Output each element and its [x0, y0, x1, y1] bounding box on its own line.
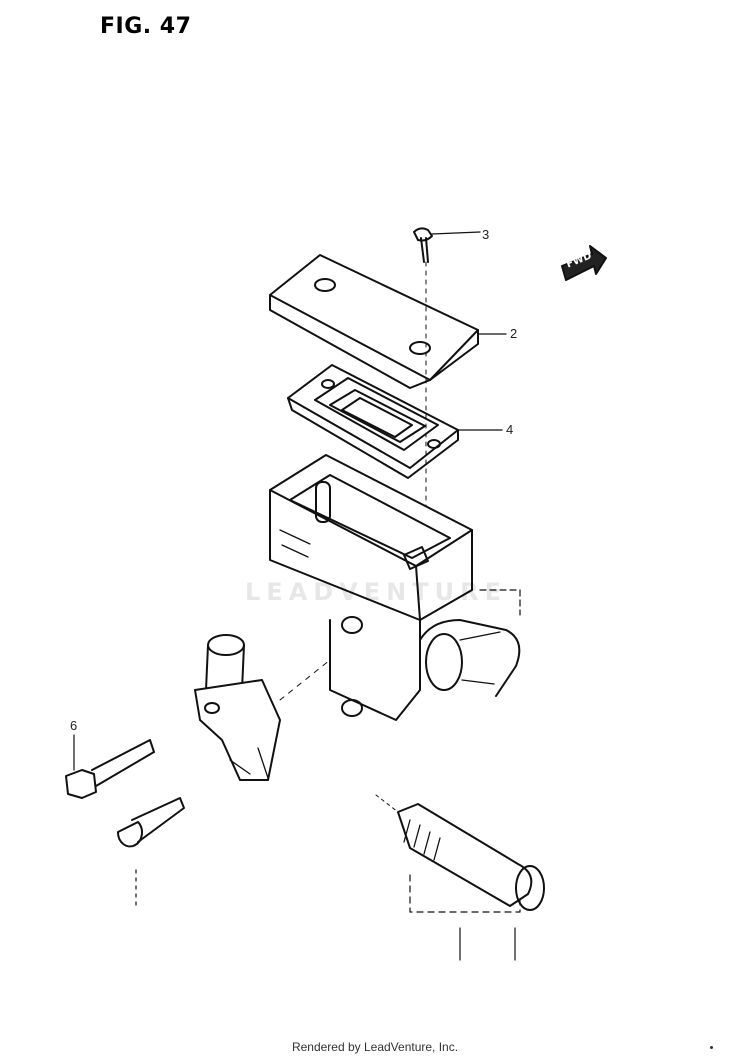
- callout-2: 2: [510, 326, 518, 341]
- watermark: LEADVENTURE: [245, 578, 507, 606]
- push-rod-boot[interactable]: [375, 794, 545, 961]
- footer-dot: [710, 1046, 713, 1049]
- callout-4: 4: [506, 422, 514, 437]
- figure-title: FIG. 47: [100, 14, 192, 39]
- callout-3: 3: [482, 227, 490, 242]
- diaphragm-part-4[interactable]: [287, 364, 503, 479]
- screw-part-3[interactable]: [413, 227, 481, 263]
- callout-6: 6: [70, 718, 78, 733]
- master-cylinder-body[interactable]: [269, 454, 521, 721]
- pivot-bolt-part-6[interactable]: [65, 734, 155, 799]
- lever-bracket[interactable]: [194, 634, 331, 781]
- lever-bolt[interactable]: [116, 797, 185, 906]
- footer-credit: Rendered by LeadVenture, Inc.: [291, 1040, 459, 1054]
- fwd-direction-arrow-icon: [561, 245, 607, 281]
- reservoir-cap-part-2[interactable]: [269, 254, 507, 389]
